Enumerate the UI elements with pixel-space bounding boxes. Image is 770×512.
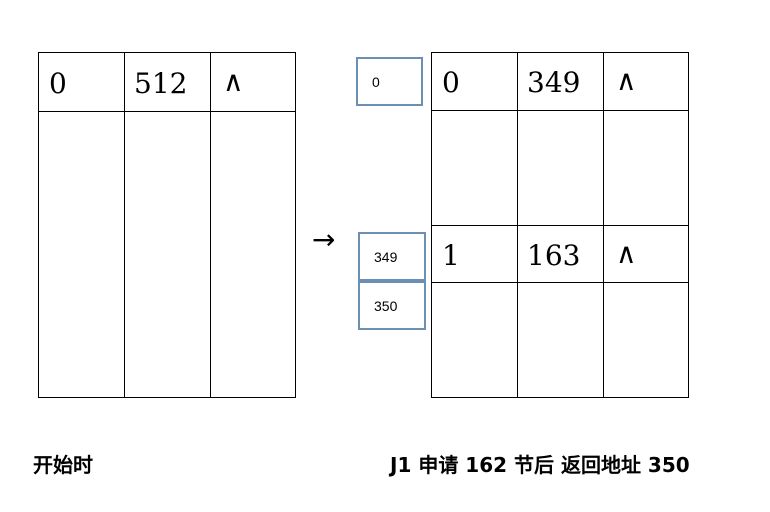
row2-size: 163 — [527, 239, 581, 272]
cell-next-null: ∧ — [223, 65, 244, 98]
row2-next-null: ∧ — [616, 237, 637, 270]
row-divider — [39, 111, 295, 112]
column-divider — [124, 53, 125, 397]
cell-size: 512 — [134, 67, 188, 100]
row1-next-null: ∧ — [616, 64, 637, 97]
cell-start: 0 — [49, 67, 67, 100]
address-box-350: 350 — [358, 281, 426, 330]
transition-arrow: → — [312, 223, 336, 256]
caption-after-request: J1 申请 162 节后 返回地址 350 — [390, 453, 690, 477]
address-box-349: 349 — [358, 232, 426, 281]
left-partition-table: 0 512 ∧ — [38, 52, 296, 398]
row1-size: 349 — [527, 66, 581, 99]
row-divider — [432, 110, 688, 111]
row-divider — [432, 282, 688, 283]
column-divider — [210, 53, 211, 397]
row2-start: 1 — [442, 239, 460, 272]
row1-start: 0 — [442, 66, 460, 99]
row-divider — [432, 225, 688, 226]
right-partition-table: 0 349 ∧ 1 163 ∧ — [431, 52, 689, 398]
caption-initial: 开始时 — [33, 453, 93, 477]
address-box-0: 0 — [356, 57, 423, 106]
